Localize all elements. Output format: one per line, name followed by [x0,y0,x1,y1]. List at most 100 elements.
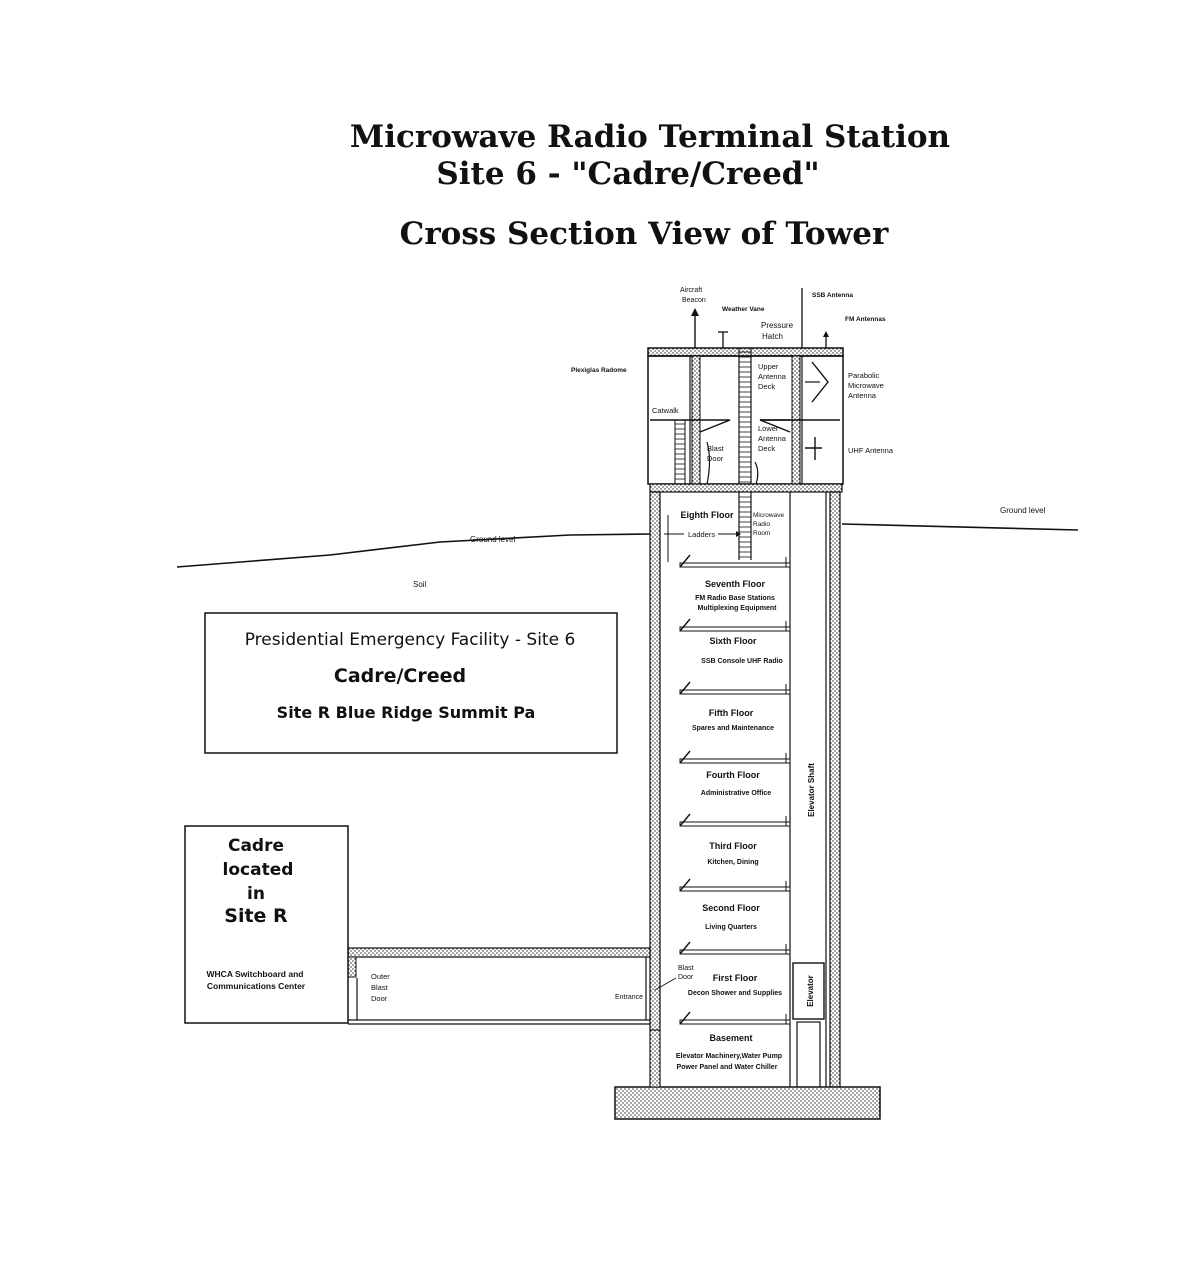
lower-deck-label-2: Antenna [758,434,787,443]
blast-door-label-1: Blast [707,444,725,453]
eighth-floor-label: Eighth Floor [681,510,734,520]
upper-deck-label-3: Deck [758,382,775,391]
floor-slab [679,689,791,695]
first-floor-desc: Decon Shower and Supplies [688,990,782,997]
outer-blast-door-label-3: Door [371,994,388,1003]
upper-deck-label-1: Upper [758,362,779,371]
tunnel-roof [347,947,651,958]
parabolic-label-1: Parabolic [848,371,880,380]
facility-info-box [204,612,618,754]
cadre-site-r-box [184,825,349,1024]
third-floor-label: Third Floor [709,841,757,851]
fifth-floor-label: Fifth Floor [709,708,754,718]
tower-wall-right [829,491,841,1088]
parabolic-label-3: Antenna [848,391,877,400]
whca-label-2: Communications Center [207,981,306,991]
sixth-floor-desc: SSB Console UHF Radio [701,658,783,665]
foundation-slab [614,1086,881,1120]
ladders-label: Ladders [688,530,715,539]
mw-room-label-2: Radio [753,521,770,528]
stair-hint [679,1011,691,1025]
outer-blast-door-label-1: Outer [371,972,390,981]
aircraft-beacon-label-1: Aircraft [680,287,702,294]
access-tunnel [347,947,651,1025]
info-line-1: Presidential Emergency Facility - Site 6 [245,630,576,650]
cadre-line-4: Site R [224,905,288,927]
floor-slab [679,758,791,764]
catwalk-label: Catwalk [652,406,679,415]
central-ladder [738,348,752,560]
parabolic-dish-icon [811,361,829,403]
ground-line-left [176,533,651,568]
aircraft-beacon-label-2: Beacon [682,297,706,304]
stair-hint [679,681,691,695]
stair-hint [679,941,691,955]
floor-slab [679,562,791,568]
catwalk-deck-left [650,419,731,433]
sixth-floor-label: Sixth Floor [710,636,757,646]
pressure-hatch-label-1: Pressure [761,321,794,330]
seventh-floor-desc-2: Multiplexing Equipment [698,605,778,612]
ssb-antenna-label: SSB Antenna [812,292,853,299]
tower-shaft [649,491,841,1105]
ground-level-label-right: Ground level [1000,506,1046,515]
cadre-line-1: Cadre [228,836,284,856]
stair-hint [679,618,691,632]
basement-desc-2: Power Panel and Water Chiller [677,1064,778,1071]
floor-slab [679,886,791,892]
antenna-house [647,347,844,560]
fourth-floor-desc: Administrative Office [701,790,772,797]
whca-label-1: WHCA Switchboard and [207,969,304,979]
seventh-floor-label: Seventh Floor [705,579,766,589]
info-line-3: Site R Blue Ridge Summit Pa [277,703,536,722]
stair-hint [679,813,691,827]
title-line-3: Cross Section View of Tower [400,216,889,252]
floor-slab [679,949,791,955]
mw-room-label-3: Room [753,530,770,537]
floor-slab [679,821,791,827]
seventh-floor-desc-1: FM Radio Base Stations [695,595,775,602]
ground-level-label-left: Ground level [470,535,516,544]
elevator-shaft-label: Elevator Shaft [807,763,816,817]
fm-antennas-label: FM Antennas [845,316,886,323]
info-line-2: Cadre/Creed [334,665,466,687]
lower-deck-label-1: Lower [758,424,779,433]
third-floor-desc: Kitchen, Dining [707,859,758,866]
basement-desc-1: Elevator Machinery,Water Pump [676,1053,782,1060]
cadre-line-2: located [223,860,294,880]
weather-vane-label: Weather Vane [722,306,765,313]
title-line-1: Microwave Radio Terminal Station [350,119,950,155]
mw-room-label-1: Microwave [753,512,784,519]
elevator-car [792,962,825,1020]
blast-door-upper [706,441,711,485]
fifth-floor-desc: Spares and Maintenance [692,725,774,732]
entrance-label: Entrance [615,994,643,1001]
tower-blast-door-label-2: Door [678,974,694,981]
first-floor-label: First Floor [713,973,758,983]
tower-blast-door-label-1: Blast [678,965,694,972]
floor-slab [679,1019,791,1025]
plexiglas-radome-label: Plexiglas Radome [571,367,627,374]
lower-deck-label-3: Deck [758,444,775,453]
tower-ceiling-slab [649,483,843,493]
fourth-floor-label: Fourth Floor [706,770,760,780]
ground-line-right [841,523,1079,531]
tower-wall-left [649,491,661,1088]
floor-slab [679,626,791,632]
stair-hint [679,750,691,764]
second-floor-label: Second Floor [702,903,760,913]
outer-blast-door-label-2: Blast [371,983,389,992]
title-line-2: Site 6 - "Cadre/Creed" [436,156,819,192]
uhf-antenna-label: UHF Antenna [848,446,894,455]
parabolic-label-2: Microwave [848,381,884,390]
stair-hint [679,554,691,568]
pressure-hatch-label-2: Hatch [762,332,783,341]
basement-label: Basement [709,1033,752,1043]
stair-hint [679,878,691,892]
upper-deck-label-2: Antenna [758,372,787,381]
elevator-label: Elevator [806,975,815,1007]
cadre-line-3: in [247,884,265,904]
soil-label: Soil [413,580,427,589]
second-floor-desc: Living Quarters [705,924,757,931]
catwalk-ladder [674,420,686,484]
